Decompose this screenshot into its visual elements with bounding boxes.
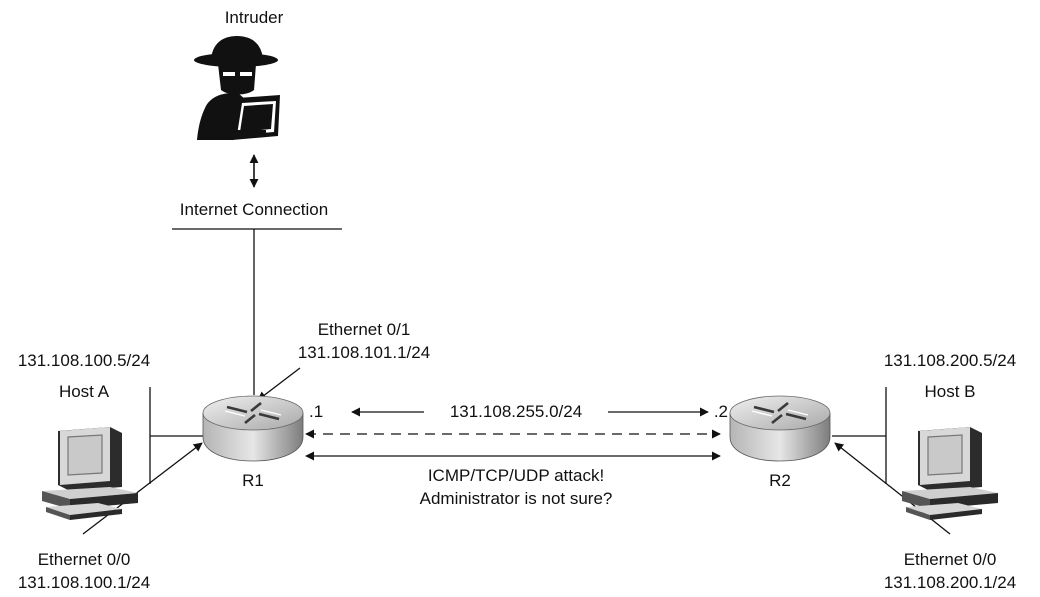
router-r1-icon	[202, 395, 304, 462]
host-a-ip: 131.108.100.5/24	[17, 351, 151, 370]
wan-network-label: 131.108.255.0/24	[449, 402, 583, 421]
intruder-label: Intruder	[224, 8, 284, 27]
eth01-pointer-arrow	[257, 367, 301, 401]
host-a-name: Host A	[58, 382, 110, 401]
attack-line2: Administrator is not sure?	[419, 489, 613, 508]
host-b-ip: 131.108.200.5/24	[883, 351, 1017, 370]
r1-eth00-pointer-arrow	[82, 442, 203, 535]
host-b-workstation-icon	[902, 427, 998, 520]
r1-eth00-ip: 131.108.100.1/24	[17, 573, 151, 592]
r1-eth00-name: Ethernet 0/0	[37, 550, 131, 569]
attack-line1: ICMP/TCP/UDP attack!	[427, 466, 605, 485]
host-a-workstation-icon	[42, 427, 138, 520]
internet-connection-label: Internet Connection	[179, 200, 329, 219]
r2-link-suffix: .2	[713, 402, 728, 421]
r1-eth01-name: Ethernet 0/1	[317, 320, 411, 339]
r2-eth00-ip: 131.108.200.1/24	[883, 573, 1017, 592]
r1-link-suffix: .1	[309, 402, 324, 421]
r2-eth00-name: Ethernet 0/0	[903, 550, 997, 569]
intruder-icon	[194, 36, 280, 140]
r1-eth01-ip: 131.108.101.1/24	[297, 343, 431, 362]
r1-name: R1	[242, 471, 264, 490]
host-b-name: Host B	[924, 382, 976, 401]
r2-name: R2	[769, 471, 791, 490]
router-r2-icon	[729, 395, 831, 462]
